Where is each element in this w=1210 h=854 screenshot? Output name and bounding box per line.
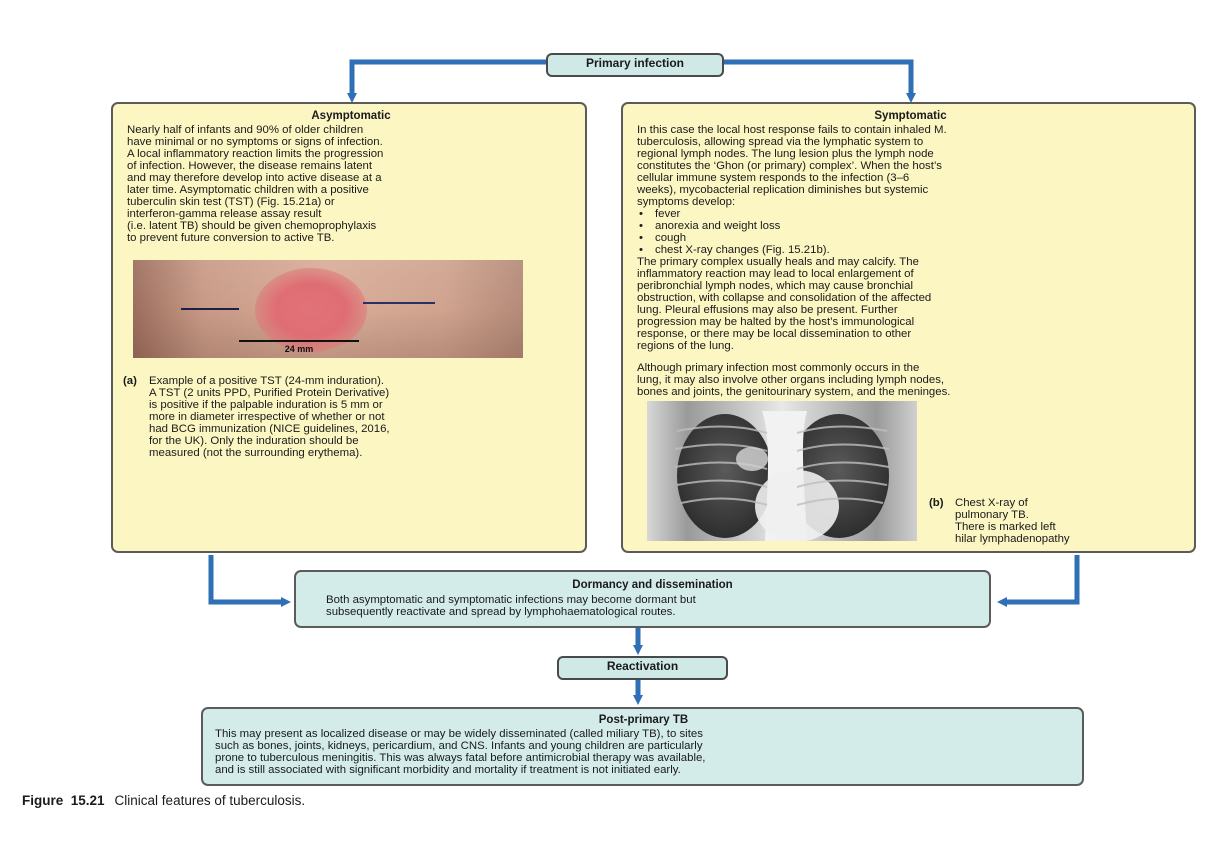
- asymptomatic-line: and may therefore develop into active di…: [127, 172, 575, 184]
- symptomatic-line: lung. Pleural effusions may also be pres…: [637, 304, 1184, 316]
- dormancy-text: Both asymptomatic and symptomatic infect…: [326, 594, 979, 618]
- figure-caption: Figure 15.21 Clinical features of tubercu…: [22, 792, 305, 810]
- asymptomatic-box: Asymptomatic Nearly half of infants and …: [111, 102, 587, 553]
- symptomatic-title: Symptomatic: [637, 109, 1184, 123]
- post-primary-line: and is still associated with significant…: [215, 764, 1072, 776]
- asymptomatic-line: Nearly half of infants and 90% of older …: [127, 124, 575, 136]
- tst-skin-photo: 24 mm: [133, 260, 523, 358]
- arrow-asymptomatic-to-dormancy: [211, 555, 286, 602]
- primary-infection-label: Primary infection: [586, 56, 684, 70]
- primary-infection-node: Primary infection: [546, 53, 724, 77]
- caption-a-line: for the UK). Only the induration should …: [149, 435, 390, 447]
- reactivation-node: Reactivation: [557, 656, 728, 680]
- dormancy-line: Both asymptomatic and symptomatic infect…: [326, 594, 979, 606]
- scale-bar-label: 24 mm: [239, 344, 359, 354]
- asymptomatic-line: (i.e. latent TB) should be given chemopr…: [127, 220, 575, 232]
- symptomatic-box: Symptomatic In this case the local host …: [621, 102, 1196, 553]
- caption-b-line: hilar lymphadenopathy: [955, 533, 1070, 545]
- symptomatic-line: regions of the lung.: [637, 340, 1184, 352]
- asymptomatic-title: Asymptomatic: [127, 109, 575, 123]
- arrow-primary-to-asymptomatic: [352, 62, 546, 98]
- caption-a-line: measured (not the surrounding erythema).: [149, 447, 390, 459]
- symptom-item: chest X-ray changes (Fig. 15.21b).: [637, 244, 1184, 256]
- asymptomatic-line: A local inflammatory reaction limits the…: [127, 148, 575, 160]
- caption-a-line: more in diameter irrespective of whether…: [149, 411, 390, 423]
- symptomatic-line: bones and joints, the genitourinary syst…: [637, 386, 1184, 398]
- symptomatic-line: weeks), mycobacterial replication dimini…: [637, 184, 1184, 196]
- post-primary-line: prone to tuberculous meningitis. This wa…: [215, 752, 1072, 764]
- asymptomatic-line: tuberculin skin test (TST) (Fig. 15.21a)…: [127, 196, 575, 208]
- post-primary-line: such as bones, joints, kidneys, pericard…: [215, 740, 1072, 752]
- chest-xray-image: [647, 401, 917, 541]
- arrow-primary-to-symptomatic: [719, 62, 911, 98]
- caption-a-line: had BCG immunization (NICE guidelines, 2…: [149, 423, 390, 435]
- dormancy-line: subsequently reactivate and spread by ly…: [326, 606, 979, 618]
- induration-mark-left: [181, 308, 239, 310]
- symptom-list: fever anorexia and weight loss cough che…: [637, 208, 1184, 256]
- scale-bar: [239, 340, 359, 342]
- symptomatic-line: cellular immune system responds to the i…: [637, 172, 1184, 184]
- figure-caption-text: Clinical features of tuberculosis.: [115, 793, 306, 808]
- post-primary-box: Post-primary TB This may present as loca…: [201, 707, 1084, 786]
- caption-a-line: A TST (2 units PPD, Purified Protein Der…: [149, 387, 390, 399]
- symptomatic-line: regional lymph nodes. The lung lesion pl…: [637, 148, 1184, 160]
- caption-a-label: (a): [123, 375, 149, 459]
- symptomatic-line: peribronchial lymph nodes, which may cau…: [637, 280, 1184, 292]
- symptomatic-line: obstruction, with collapse and consolida…: [637, 292, 1184, 304]
- reactivation-label: Reactivation: [607, 659, 678, 673]
- symptomatic-line: constitutes the ‘Ghon (or primary) compl…: [637, 160, 1184, 172]
- xray-drawing: [647, 401, 917, 541]
- post-primary-title: Post-primary TB: [215, 713, 1072, 727]
- symptom-item: cough: [637, 232, 1184, 244]
- induration-mark-right: [363, 302, 435, 304]
- caption-a-line: is positive if the palpable induration i…: [149, 399, 390, 411]
- symptomatic-line: response, or there may be local dissemin…: [637, 328, 1184, 340]
- symptomatic-line: Although primary infection most commonly…: [637, 362, 1184, 374]
- arrow-symptomatic-to-dormancy: [1002, 555, 1077, 602]
- caption-a-line: Example of a positive TST (24-mm indurat…: [149, 375, 390, 387]
- dormancy-box: Dormancy and dissemination Both asymptom…: [294, 570, 991, 628]
- caption-b-label: (b): [929, 497, 955, 545]
- symptomatic-line: The primary complex usually heals and ma…: [637, 256, 1184, 268]
- post-primary-line: This may present as localized disease or…: [215, 728, 1072, 740]
- symptomatic-line: inflammatory reaction may lead to local …: [637, 268, 1184, 280]
- post-primary-text: This may present as localized disease or…: [215, 728, 1072, 776]
- figure-label: Figure 15.21: [22, 793, 105, 808]
- symptom-item: anorexia and weight loss: [637, 220, 1184, 232]
- xray-caption: (b) Chest X-ray of pulmonary TB. There i…: [929, 497, 1169, 545]
- asymptomatic-line: interferon-gamma release assay result: [127, 208, 575, 220]
- symptomatic-text: In this case the local host response fai…: [637, 124, 1184, 398]
- asymptomatic-line: have minimal or no symptoms or signs of …: [127, 136, 575, 148]
- asymptomatic-line: of infection. However, the disease remai…: [127, 160, 575, 172]
- symptomatic-line: symptoms develop:: [637, 196, 1184, 208]
- symptomatic-line: lung, it may also involve other organs i…: [637, 374, 1184, 386]
- tst-caption: (a) Example of a positive TST (24-mm ind…: [123, 375, 563, 459]
- dormancy-title: Dormancy and dissemination: [326, 578, 979, 592]
- asymptomatic-line: to prevent future conversion to active T…: [127, 232, 575, 244]
- symptomatic-line: In this case the local host response fai…: [637, 124, 1184, 136]
- asymptomatic-line: later time. Asymptomatic children with a…: [127, 184, 575, 196]
- symptom-item: fever: [637, 208, 1184, 220]
- symptomatic-line: tuberculosis, allowing spread via the ly…: [637, 136, 1184, 148]
- asymptomatic-text: Nearly half of infants and 90% of older …: [127, 124, 575, 244]
- caption-b-line: There is marked left: [955, 521, 1070, 533]
- caption-b-line: Chest X-ray of: [955, 497, 1070, 509]
- caption-b-line: pulmonary TB.: [955, 509, 1070, 521]
- symptomatic-line: progression may be halted by the host’s …: [637, 316, 1184, 328]
